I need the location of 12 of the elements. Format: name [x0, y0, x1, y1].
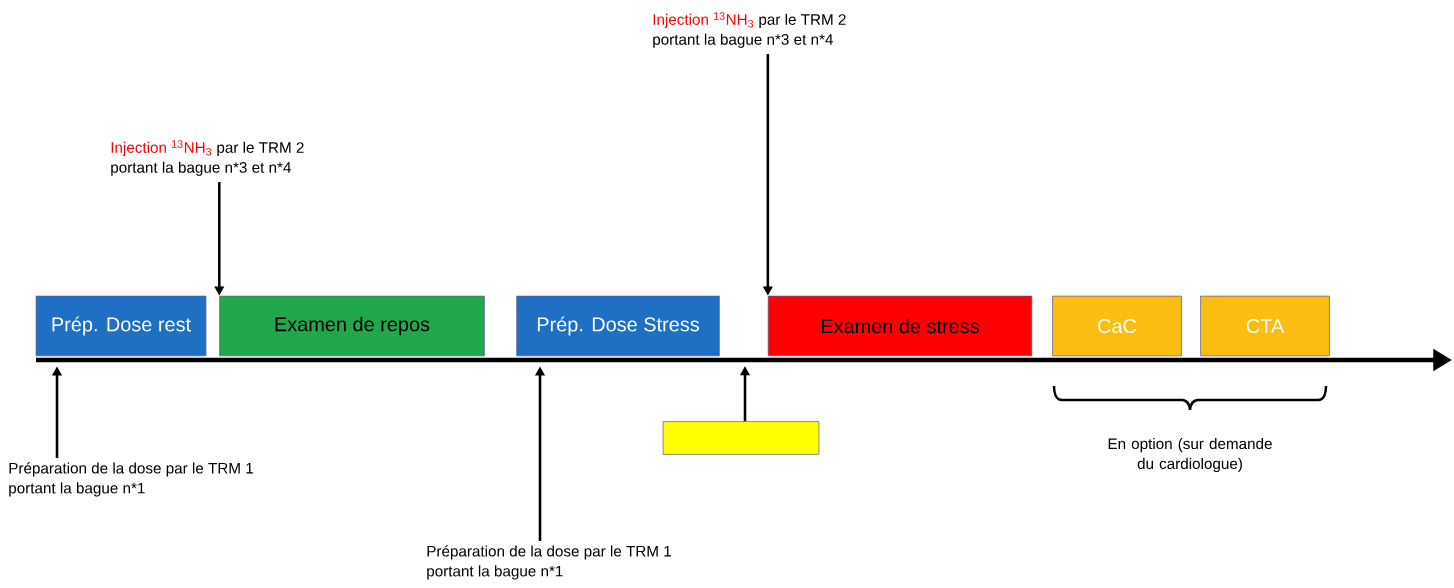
- step-box: Examen de stress: [767, 295, 1033, 357]
- step-box: Prép. Dose Stress: [516, 295, 720, 357]
- empty-box: [662, 421, 820, 455]
- annotation-text: Préparation de la dose par le TRM 1 portant la bague n*1: [9, 462, 253, 497]
- step-box: CTA: [1200, 295, 1330, 357]
- annotation-text: Préparation de la dose par le TRM 1 portant la bague n*1: [427, 545, 671, 580]
- note-text: En option (sur demande du cardiologue): [1108, 437, 1272, 473]
- annotation-text: Injection $^{13}$NH$_{3}$ par le TRM 2 portant la bague n*3 et n*4: [653, 12, 846, 48]
- step-box: Prép. Dose rest: [35, 295, 207, 357]
- step-box: Examen de repos: [219, 295, 485, 357]
- step-box: CaC: [1052, 295, 1182, 357]
- annotation-text: Injection $^{13}$NH$_{3}$ par le TRM 2 portant la bague n*3 et n*4: [111, 140, 304, 176]
